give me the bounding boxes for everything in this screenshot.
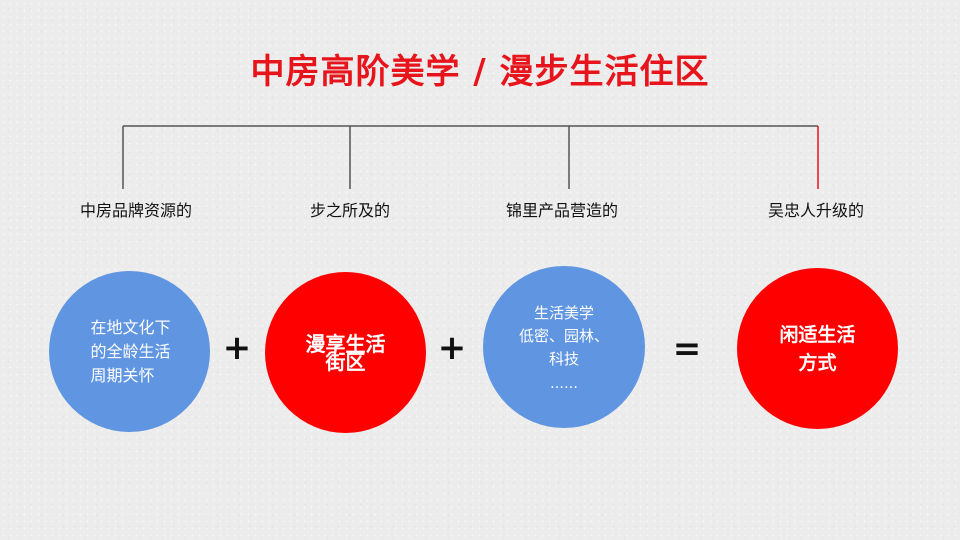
- circle-4: 闲适生活 方式: [737, 268, 898, 429]
- circle-1-text: 在地文化下 的全龄生活 周期关怀: [88, 316, 170, 388]
- branch-label-4: 吴忠人升级的: [767, 201, 865, 220]
- circle-3-ellipsis: ……: [549, 375, 578, 392]
- circle-3-line-2: 低密、园林、: [518, 326, 609, 345]
- circle-2: 漫享生活 街区: [265, 272, 426, 433]
- branch-label-3: 锦里产品营造的: [505, 201, 619, 220]
- plus-operator-1: +: [222, 328, 252, 368]
- page-title: 中房高阶美学 / 漫步生活住区: [250, 52, 710, 92]
- circle-1-line-2: 的全龄生活: [90, 341, 171, 361]
- circle-2-line-2: 街区: [325, 349, 366, 374]
- circle-1-line-3: 周期关怀: [90, 365, 155, 385]
- plus-operator-2: +: [437, 328, 467, 368]
- branch-label-1: 中房品牌资源的: [79, 201, 193, 220]
- circle-3: 生活美学 低密、园林、 科技 ……: [483, 266, 645, 428]
- circle-3-line-3: 科技: [548, 349, 579, 368]
- circle-4-line-2: 方式: [798, 351, 837, 374]
- circle-4-text: 闲适生活 方式: [779, 321, 855, 377]
- circle-2-text: 漫享生活 街区: [305, 331, 386, 374]
- circle-1: 在地文化下 的全龄生活 周期关怀: [49, 271, 210, 432]
- circle-3-line-1: 生活美学: [533, 303, 594, 322]
- circle-3-text: 生活美学 低密、园林、 科技 ……: [519, 302, 609, 393]
- circle-2-line-1: 漫享生活: [305, 331, 386, 356]
- circle-4-line-1: 闲适生活: [779, 323, 856, 346]
- equals-operator: =: [672, 329, 702, 369]
- branch-label-2: 步之所及的: [309, 201, 391, 220]
- circle-1-line-1: 在地文化下: [90, 317, 171, 337]
